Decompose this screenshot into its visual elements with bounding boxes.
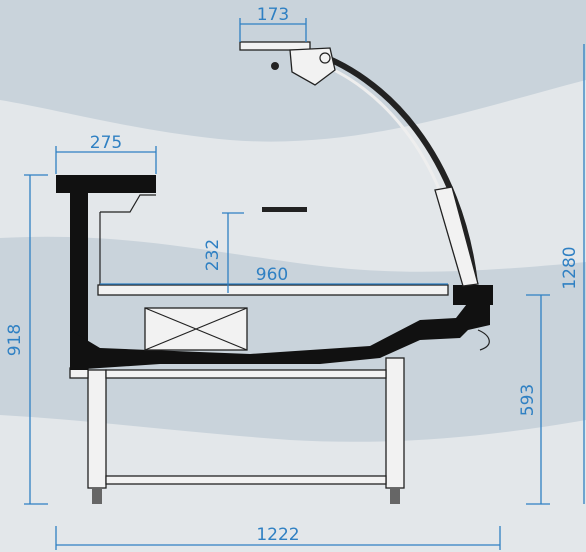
glass-front — [239, 41, 490, 351]
dimension-lines — [24, 18, 585, 550]
case-body — [56, 175, 493, 370]
dimension-173: 173 — [257, 5, 289, 25]
dimension-275: 275 — [90, 133, 122, 153]
dimension-593: 593 — [518, 384, 538, 416]
base-frame — [69, 357, 405, 504]
dimension-232: 232 — [203, 239, 223, 271]
interior — [97, 194, 449, 351]
dimension-960: 960 — [256, 265, 288, 285]
dimension-918: 918 — [5, 324, 25, 356]
dimension-1222: 1222 — [256, 525, 299, 545]
dimension-1280: 1280 — [560, 246, 580, 289]
